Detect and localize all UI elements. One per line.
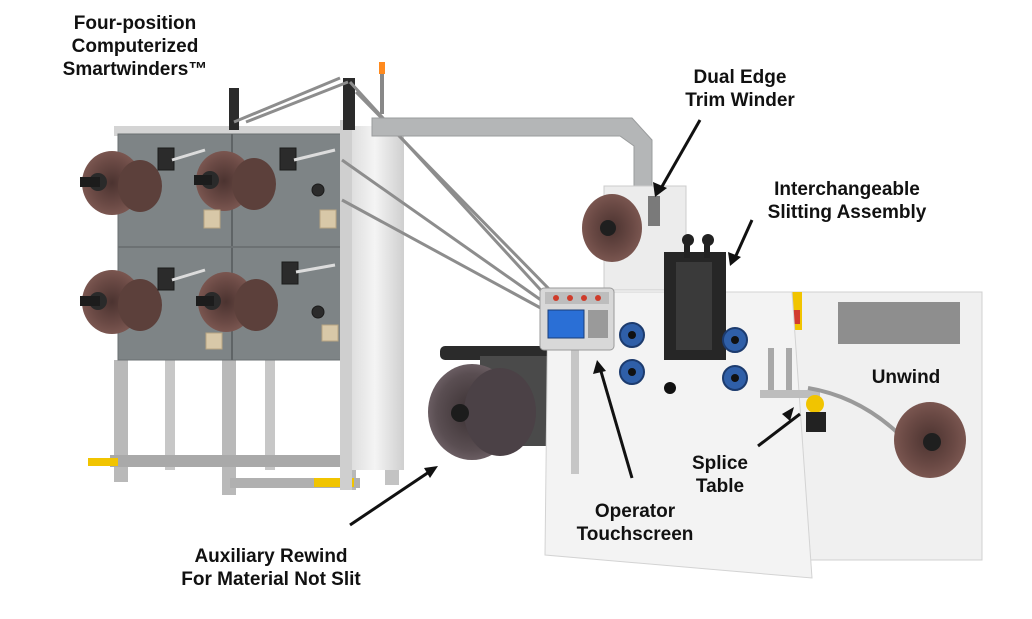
operator-touchscreen [539,287,615,351]
auxiliary-rewind [428,346,560,460]
touchscreen-display [547,309,585,339]
spool [80,151,162,215]
callout-line: Table [695,476,745,497]
callout-line: Touchscreen [576,524,694,545]
callout-line: Splice [692,453,748,474]
splice-knob [806,395,824,413]
spool [80,270,162,334]
web-cables [233,76,554,314]
signal-light [379,62,385,74]
callout-arrows [349,119,801,527]
callout-line: Dual Edge [693,67,787,88]
callout-unwind: Unwind [856,366,956,389]
callout-line: Slitting Assembly [767,202,927,223]
callout-line: Trim Winder [685,90,795,111]
callout-trim-winder: Dual Edge Trim Winder [660,66,820,112]
smartwinder-tower [80,62,404,495]
callout-line: Four-position [73,13,197,34]
foot-pad [88,458,118,466]
callout-operator-touchscreen: Operator Touchscreen [555,500,715,546]
callout-splice-table: Splice Table [675,452,765,498]
callout-slitting-assembly: Interchangeable Slitting Assembly [742,178,952,224]
spool [196,272,278,332]
foot-pad [314,478,354,487]
guard-window [838,302,960,344]
callout-line: Interchangeable [774,179,920,200]
callout-line: Smartwinders™ [62,59,208,80]
callout-line: Auxiliary Rewind [194,546,348,567]
callout-line: For Material Not Slit [181,569,361,590]
callout-line: Operator [594,501,676,522]
callout-auxiliary-rewind: Auxiliary Rewind For Material Not Slit [146,545,396,591]
callout-line: Unwind [871,367,941,388]
callout-smartwinders: Four-position Computerized Smartwinders™ [30,12,240,81]
spool [194,151,276,211]
slitter-body [544,185,983,579]
splice-table [760,390,820,398]
callout-line: Computerized [71,36,199,57]
